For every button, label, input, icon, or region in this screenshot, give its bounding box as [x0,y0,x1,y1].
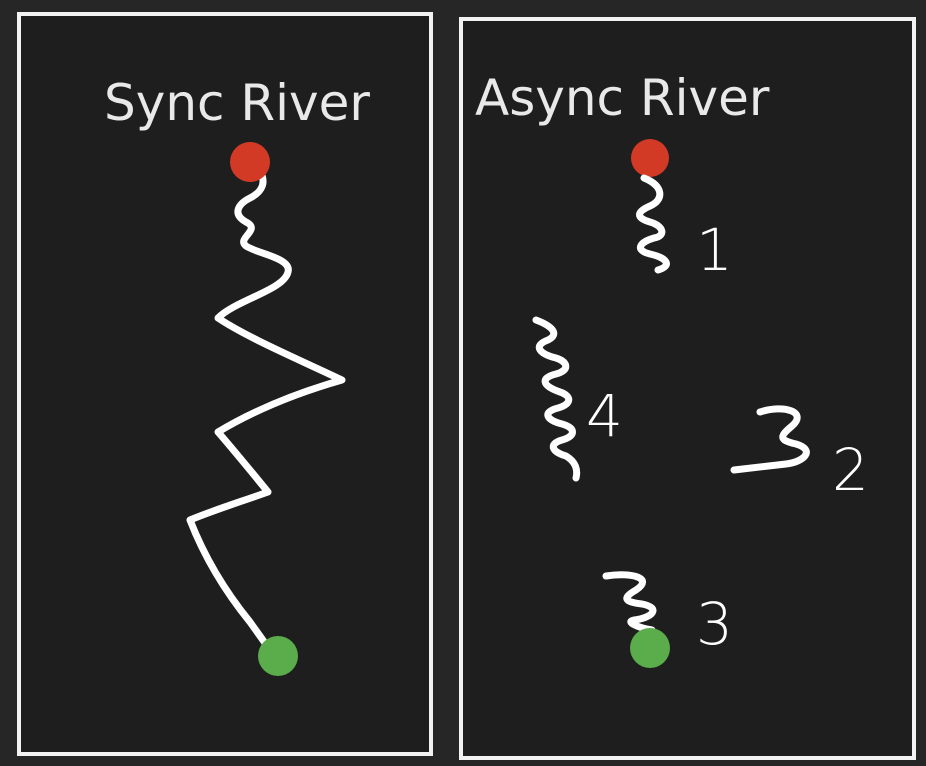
async-river-title: Async River [475,69,770,127]
async-river-panel: Async River [459,17,916,760]
sync-river-title: Sync River [104,74,370,132]
sync-river-panel: Sync River [17,12,433,756]
